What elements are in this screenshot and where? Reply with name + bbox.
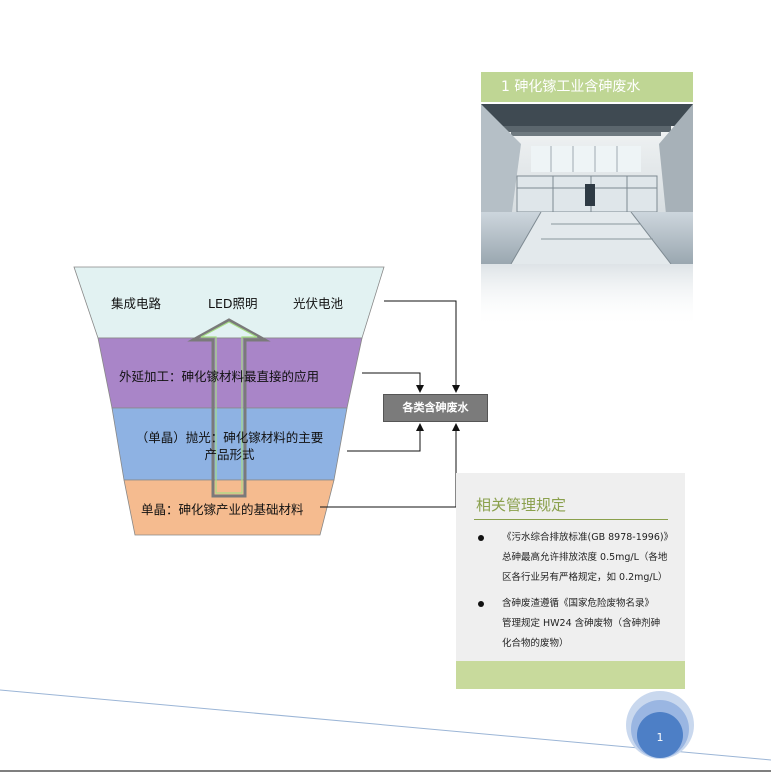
connector-polishing bbox=[347, 423, 424, 452]
funnel-level-single-crystal bbox=[123, 479, 335, 536]
label-solar-cells: 光伏电池 bbox=[293, 296, 344, 311]
upward-arrow-highlight bbox=[200, 321, 258, 494]
regulation-item-2-line-1: 含砷废渣遵循《国家危险废物名录》 bbox=[502, 598, 655, 609]
regulations-panel bbox=[456, 473, 685, 689]
photo-reflection bbox=[481, 264, 693, 328]
label-epitaxy: 外延加工：砷化镓材料最直接的应用 bbox=[119, 369, 320, 384]
regulation-item-1-line-3: 区各行业另有严格规定，如 0.2mg/L） bbox=[502, 572, 668, 583]
regulations-footer-bar bbox=[456, 661, 685, 689]
arsenic-wastewater-box: 各类含砷废水 bbox=[383, 394, 488, 422]
label-single-crystal: 单晶：砷化镓产业的基础材料 bbox=[141, 502, 304, 517]
label-led-lighting: LED照明 bbox=[208, 296, 258, 311]
connector-epitaxy bbox=[362, 372, 424, 393]
label-polishing-line1: （单晶）抛光：砷化镓材料的主要 bbox=[135, 430, 324, 445]
page-badge-core bbox=[637, 712, 683, 758]
regulation-item-1-line-2: 总砷最高允许排放浓度 0.5mg/L（各地 bbox=[502, 552, 668, 563]
label-polishing-line2: 产品形式 bbox=[204, 447, 255, 462]
bullet-icon bbox=[478, 535, 484, 541]
photo-section-title: 1 砷化镓工业含砷废水 bbox=[481, 72, 693, 102]
regulations-divider bbox=[474, 519, 668, 520]
bullet-icon bbox=[478, 601, 484, 607]
regulation-item-2-line-3: 化合物的废物） bbox=[502, 638, 569, 649]
regulation-item-2-line-2: 管理规定 HW24 含砷废物（含砷剂砷 bbox=[502, 618, 661, 629]
factory-photo bbox=[481, 104, 693, 264]
page-number: 1 bbox=[656, 731, 664, 744]
upward-arrow bbox=[187, 318, 271, 498]
connector-applications bbox=[384, 300, 460, 393]
label-integrated-circuits: 集成电路 bbox=[111, 296, 162, 311]
regulations-title: 相关管理规定 bbox=[476, 496, 567, 514]
regulation-item-1-line-1: 《污水综合排放标准(GB 8978-1996)》 bbox=[502, 532, 674, 543]
